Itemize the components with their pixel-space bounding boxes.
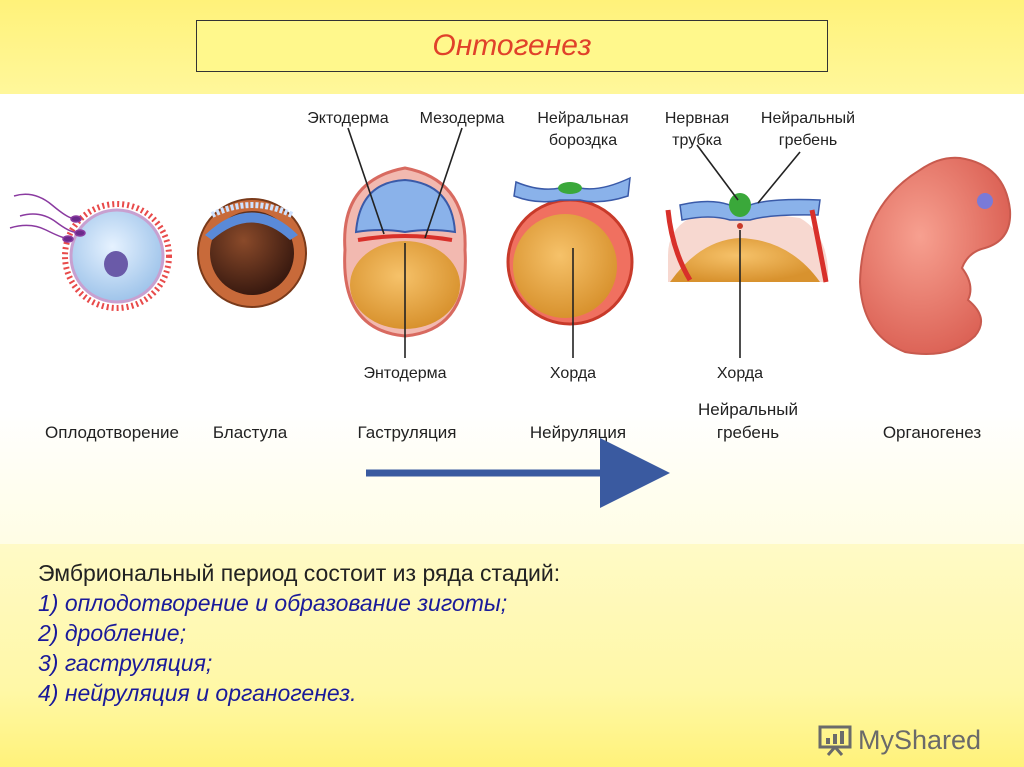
label-neural-crest-top-line1: Нейральный xyxy=(761,110,855,127)
neurulation-illustration xyxy=(506,176,634,326)
stage-organogenesis: Органогенез xyxy=(883,423,982,442)
presentation-board-icon xyxy=(818,725,852,756)
label-neural-tube-line1: Нервная xyxy=(665,110,729,127)
watermark-text: MyShared xyxy=(858,724,982,755)
stage-neural-crest-line1: Нейральный xyxy=(698,400,798,419)
label-chord-neural-crest: Хорда xyxy=(717,365,763,382)
label-chord-neurulation: Хорда xyxy=(550,365,596,382)
slide-title-box: Онтогенез xyxy=(196,20,828,72)
stage-item-1: 1) оплодотворение и образование зиготы; xyxy=(38,590,508,616)
label-neural-tube-line2: трубка xyxy=(672,132,722,149)
slide-title: Онтогенез xyxy=(432,29,592,62)
stage-neural-crest-line2: гребень xyxy=(717,423,779,442)
ontogenesis-diagram: Эктодерма Мезодерма Нейральная бороздка … xyxy=(9,110,1012,508)
organogenesis-illustration xyxy=(858,156,1012,355)
description-intro: Эмбриональный период состоит из ряда ста… xyxy=(38,560,561,586)
neural-crest-illustration xyxy=(665,193,829,283)
diagram-panel xyxy=(0,94,1024,544)
label-neural-groove-line1: Нейральная xyxy=(537,110,628,127)
label-ectoderm: Эктодерма xyxy=(307,110,389,127)
label-neural-groove-line2: бороздка xyxy=(549,132,617,149)
stage-item-2: 2) дробление; xyxy=(38,620,186,646)
stage-gastrulation: Гаструляция xyxy=(358,423,457,442)
label-neural-crest-top-line2: гребень xyxy=(779,132,838,149)
watermark-logo: MyShared xyxy=(818,722,981,758)
stage-item-4: 4) нейруляция и органогенез. xyxy=(38,680,357,706)
stage-neurulation: Нейруляция xyxy=(530,423,626,442)
blastula-illustration xyxy=(197,198,307,308)
stage-fertilization: Оплодотворение xyxy=(45,423,179,442)
fertilization-illustration xyxy=(9,193,172,311)
stage-item-3: 3) гаструляция; xyxy=(38,650,213,676)
label-mesoderm: Мезодерма xyxy=(420,110,505,127)
stage-blastula: Бластула xyxy=(213,423,288,442)
description-block: Эмбриональный период состоит из ряда ста… xyxy=(38,558,798,708)
label-endoderm: Энтодерма xyxy=(363,365,446,382)
pointer-lines xyxy=(347,127,801,358)
sperm-icon xyxy=(9,193,86,243)
